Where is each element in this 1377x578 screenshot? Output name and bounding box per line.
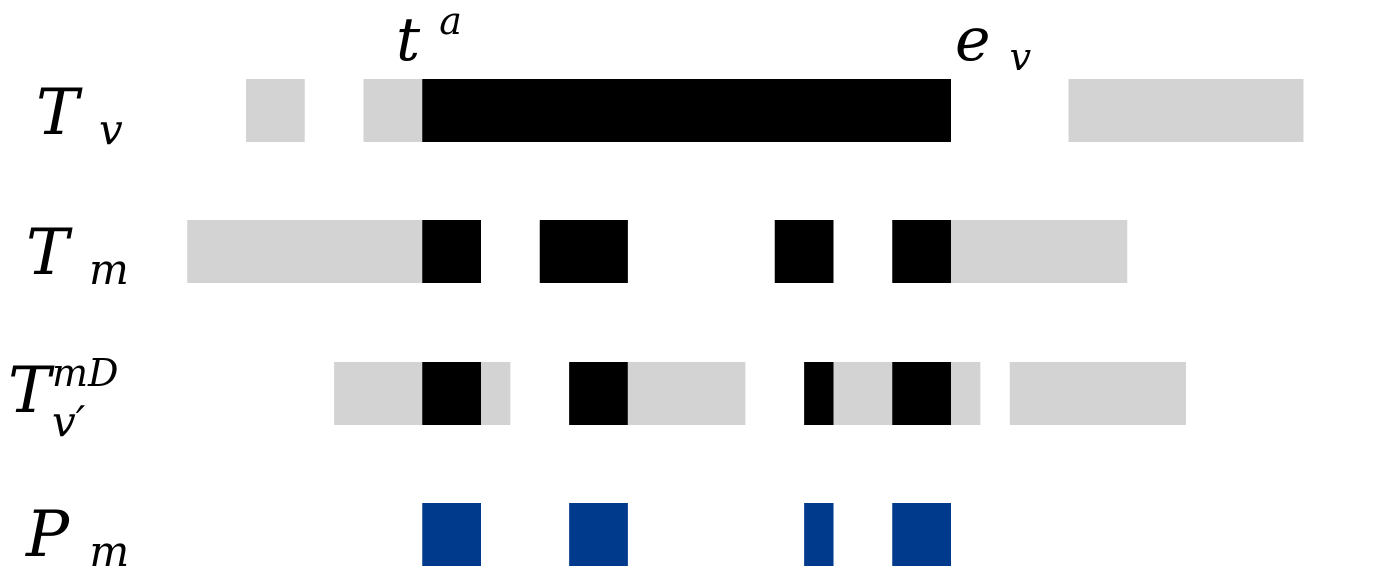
row-label-tm: T m (26, 216, 129, 294)
segment-tm-3 (774, 220, 834, 283)
segment-pm-1 (569, 503, 628, 566)
segment-tm-2 (539, 220, 628, 283)
segment-tv-0 (246, 79, 305, 142)
marker-t-a-sup: a (439, 0, 462, 43)
segment-tvd-7 (892, 362, 951, 425)
marker-e-v: e v (955, 5, 1032, 79)
svg-text:T v: T v (36, 76, 123, 154)
svg-text:P m: P m (25, 498, 129, 576)
row-label-pm-base: P (25, 498, 70, 572)
segment-pm-3 (892, 503, 951, 566)
segment-tm-4 (892, 220, 951, 283)
row-label-pm-sub: m (89, 527, 129, 576)
svg-text:T m: T m (26, 216, 129, 294)
segment-tvd-2 (481, 362, 511, 425)
segment-tv-1 (363, 79, 423, 142)
row-label-pm: P m (25, 498, 129, 576)
row-label-tv-sub: v (99, 105, 123, 154)
segment-pm-2 (804, 503, 834, 566)
timeline-bars (187, 79, 1304, 566)
marker-t-a: t a (396, 0, 462, 75)
row-label-tm-base: T (26, 216, 73, 290)
segment-tm-5 (951, 220, 1128, 283)
segment-tvd-3 (569, 362, 628, 425)
segment-tv-3 (1068, 79, 1304, 142)
segment-tvd-8 (951, 362, 981, 425)
segment-tvd-6 (833, 362, 893, 425)
segment-tm-1 (422, 220, 481, 283)
marker-t-a-base: t (396, 5, 421, 75)
row-label-tvd-sub: v′ (52, 397, 86, 446)
segment-tvd-5 (804, 362, 834, 425)
segment-tvd-0 (334, 362, 423, 425)
row-label-tv-base: T (36, 76, 83, 150)
segment-pm-0 (422, 503, 481, 566)
segment-tm-0 (187, 220, 423, 283)
svg-text:t a: t a (396, 0, 462, 75)
row-label-tvd-sup: mD (52, 351, 119, 395)
segment-tvd-4 (627, 362, 746, 425)
row-label-tvd: T mD v′ (8, 351, 119, 446)
row-label-tm-sub: m (89, 245, 129, 294)
row-label-tv: T v (36, 76, 123, 154)
segment-tv-2 (422, 79, 951, 142)
marker-e-v-sub: v (1010, 35, 1032, 79)
segment-tvd-1 (422, 362, 481, 425)
segment-tvd-9 (1009, 362, 1186, 425)
svg-text:e v: e v (955, 5, 1032, 79)
marker-e-v-base: e (955, 5, 991, 75)
row-label-tvd-base: T (8, 354, 55, 428)
